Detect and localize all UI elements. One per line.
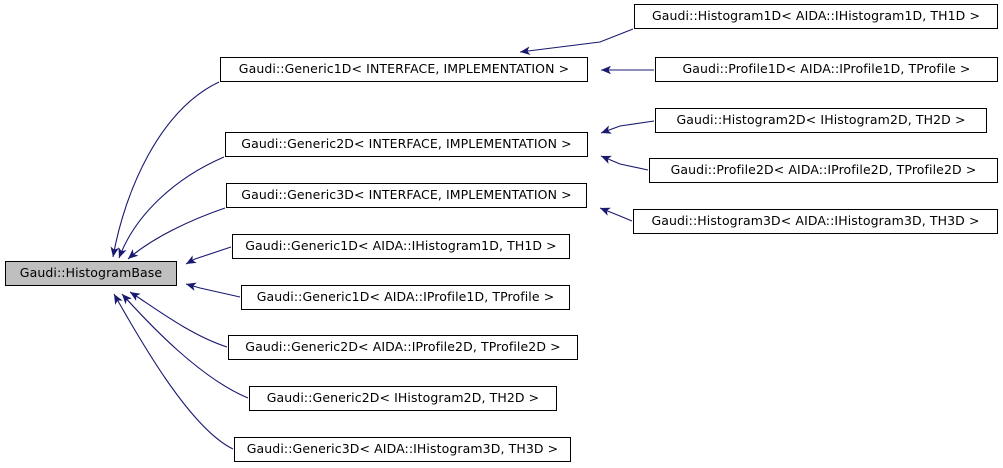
edge-histogram2d-to-generic2d: [600, 120, 655, 134]
edge-generic1d-hist1d-to-base: [185, 246, 232, 265]
node-label: Gaudi::Generic1D< AIDA::IProfile1D, TPro…: [256, 289, 555, 305]
node-generic3d-hist3d[interactable]: Gaudi::Generic3D< AIDA::IHistogram3D, TH…: [234, 437, 571, 462]
node-generic1d-hist1d[interactable]: Gaudi::Generic1D< AIDA::IHistogram1D, TH…: [232, 234, 570, 259]
node-histogram2d-i[interactable]: Gaudi::Histogram2D< IHistogram2D, TH2D >: [655, 108, 987, 133]
node-label: Gaudi::Generic1D< AIDA::IHistogram1D, TH…: [245, 238, 557, 254]
node-label: Gaudi::Generic1D< INTERFACE, IMPLEMENTAT…: [238, 61, 570, 77]
edge-generic2d-tpl-to-base: [118, 156, 225, 259]
node-profile2d-aida[interactable]: Gaudi::Profile2D< AIDA::IProfile2D, TPro…: [649, 158, 998, 183]
node-generic2d-hist2d[interactable]: Gaudi::Generic2D< IHistogram2D, TH2D >: [249, 386, 557, 411]
node-generic3d-tpl[interactable]: Gaudi::Generic3D< INTERFACE, IMPLEMENTAT…: [226, 183, 587, 208]
node-label: Gaudi::Generic2D< INTERFACE, IMPLEMENTAT…: [241, 136, 572, 152]
node-label: Gaudi::Histogram1D< AIDA::IHistogram1D, …: [651, 8, 981, 24]
node-histogram3d-aida[interactable]: Gaudi::Histogram3D< AIDA::IHistogram3D, …: [633, 209, 998, 234]
edge-histogram1d-to-generic1d: [519, 28, 634, 56]
edge-generic3d-hist3d-to-base: [113, 293, 234, 450]
edge-histogram3d-to-generic3d: [599, 207, 633, 222]
edge-generic1d-prof1d-to-base: [185, 282, 241, 298]
node-label: Gaudi::Histogram3D< AIDA::IHistogram3D, …: [651, 213, 980, 229]
node-label: Gaudi::Profile2D< AIDA::IProfile2D, TPro…: [670, 162, 977, 178]
node-label: Gaudi::Generic3D< AIDA::IHistogram3D, TH…: [246, 441, 559, 457]
edge-generic1d-tpl-to-base: [110, 81, 220, 258]
node-generic1d-prof1d[interactable]: Gaudi::Generic1D< AIDA::IProfile1D, TPro…: [241, 285, 570, 310]
node-histogram-base[interactable]: Gaudi::HistogramBase: [5, 261, 177, 286]
edge-generic2d-prof2d-to-base: [129, 291, 228, 348]
node-generic2d-prof2d[interactable]: Gaudi::Generic2D< AIDA::IProfile2D, TPro…: [228, 335, 578, 360]
edge-generic3d-tpl-to-base: [127, 207, 226, 260]
node-label: Gaudi::Histogram2D< IHistogram2D, TH2D >: [676, 112, 966, 128]
node-label: Gaudi::Generic2D< IHistogram2D, TH2D >: [266, 390, 540, 406]
node-label: Gaudi::Generic3D< INTERFACE, IMPLEMENTAT…: [241, 187, 572, 203]
edge-profile2d-to-generic2d: [600, 155, 649, 171]
node-histogram1d-aida[interactable]: Gaudi::Histogram1D< AIDA::IHistogram1D, …: [634, 4, 998, 29]
node-label: Gaudi::Generic2D< AIDA::IProfile2D, TPro…: [245, 339, 561, 355]
node-generic1d-tpl[interactable]: Gaudi::Generic1D< INTERFACE, IMPLEMENTAT…: [220, 57, 588, 82]
node-label: Gaudi::Profile1D< AIDA::IProfile1D, TPro…: [682, 61, 971, 77]
node-generic2d-tpl[interactable]: Gaudi::Generic2D< INTERFACE, IMPLEMENTAT…: [225, 132, 588, 157]
node-profile1d-aida[interactable]: Gaudi::Profile1D< AIDA::IProfile1D, TPro…: [655, 57, 998, 82]
node-label: Gaudi::HistogramBase: [19, 265, 163, 281]
